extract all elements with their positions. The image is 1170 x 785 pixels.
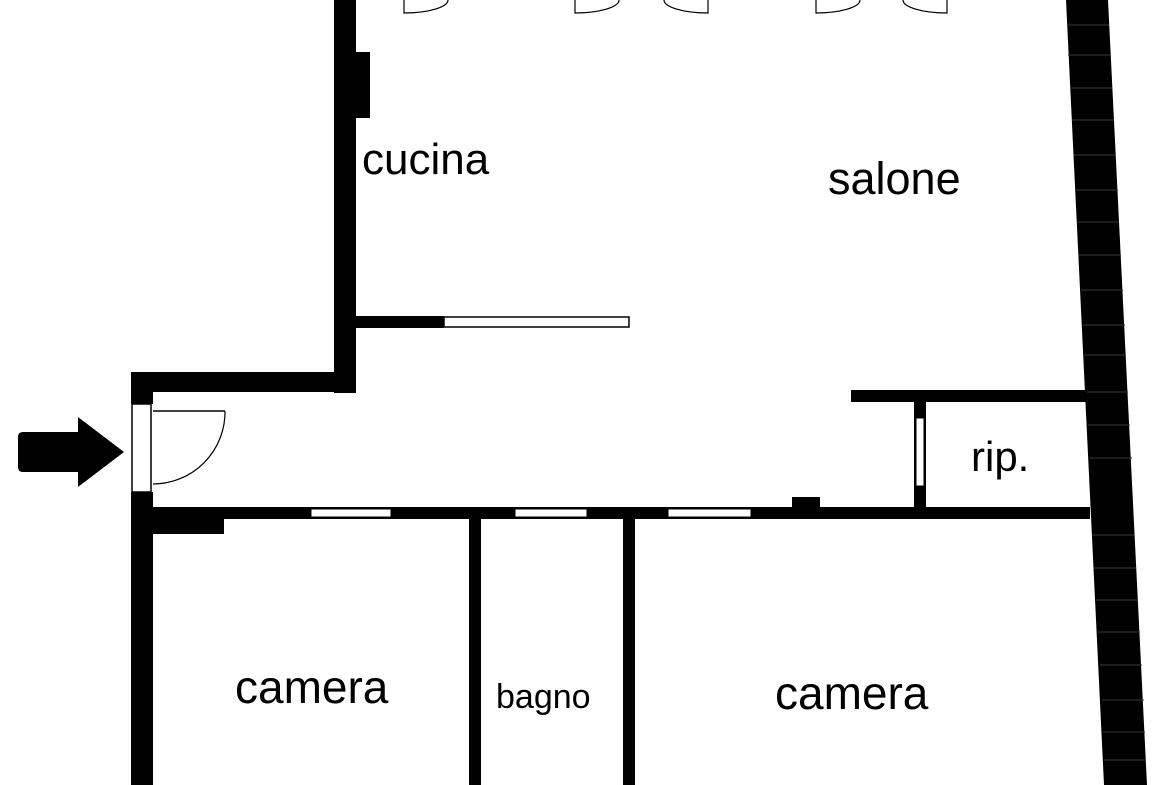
entrance-door-frame (131, 403, 152, 493)
entrance-arrow-icon (18, 417, 124, 487)
wall-bagno-right (623, 515, 635, 785)
room-label-ripostiglio: rip. (971, 433, 1029, 480)
door-opening-bagno (514, 508, 588, 518)
room-label-bagno: bagno (496, 678, 591, 716)
wall-small-block (792, 497, 820, 509)
top-door-swings (403, 0, 948, 14)
room-label-salone: salone (828, 153, 961, 204)
wall-corridor-bottom (150, 507, 1090, 519)
door-rip (915, 417, 925, 487)
room-label-camera-right: camera (775, 667, 929, 719)
wall-entrance-left (131, 372, 153, 404)
entrance-door-swing (152, 410, 226, 485)
wall-bagno-left (469, 515, 481, 785)
wall-kitchen-left (334, 0, 356, 393)
wall-rip-top (851, 390, 1087, 402)
wall-kitchen-divider (356, 316, 444, 328)
wall-kitchen-pier (356, 52, 370, 118)
door-opening-camera-left (310, 508, 392, 518)
wall-left-outer (131, 510, 153, 785)
room-label-camera-left: camera (235, 661, 389, 713)
room-label-cucina: cucina (362, 135, 490, 184)
wall-texture (1067, 24, 1146, 761)
sliding-panel-kitchen (443, 316, 630, 328)
door-opening-camera-right (667, 508, 752, 518)
wall-entrance-top (131, 372, 356, 392)
